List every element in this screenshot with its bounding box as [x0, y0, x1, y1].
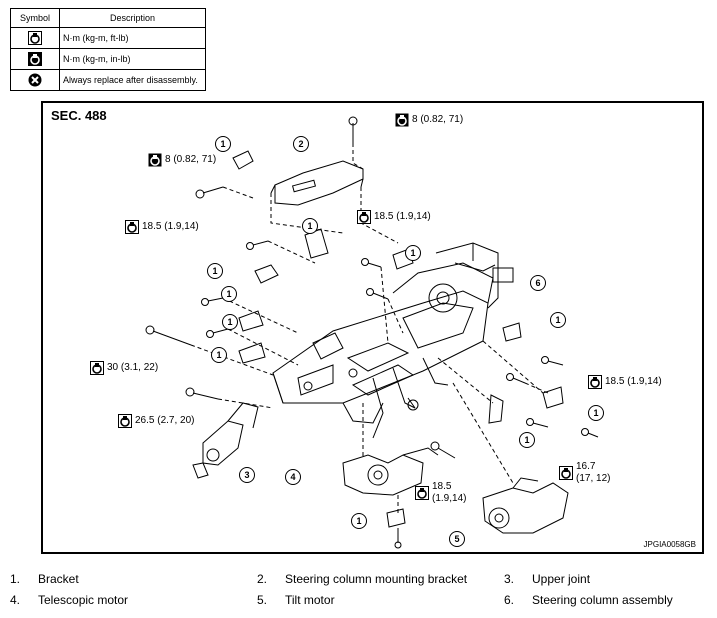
torque-value: 18.5 (1.9,14) — [374, 211, 431, 222]
torque-value: (17, 12) — [576, 473, 611, 484]
torque-label: 18.5 (1.9,14) — [588, 375, 662, 389]
torque-wrench-icon — [357, 210, 371, 224]
bracket-drawing — [392, 248, 414, 270]
steering-column-assembly-drawing — [272, 262, 494, 439]
callout-tilt-motor: 5 — [449, 531, 465, 547]
bracket-drawing — [488, 394, 504, 424]
legend-label: Upper joint — [532, 572, 591, 586]
torque-value: 26.5 (2.7, 20) — [135, 415, 195, 426]
column-drawing — [145, 116, 599, 549]
torque-label: 18.5 (1.9,14) — [357, 210, 431, 224]
torque-wrench-inlb-icon — [28, 52, 42, 66]
torque-value: 8 (0.82, 71) — [165, 154, 217, 165]
torque-wrench-icon — [125, 220, 139, 234]
mounting-bracket-drawing — [270, 160, 364, 206]
bracket-drawing — [502, 322, 522, 342]
bolts-drawing — [145, 116, 599, 549]
callout-bracket: 1 — [207, 263, 223, 279]
torque-label: 8 (0.82, 71) — [148, 153, 216, 167]
description-header: Description — [59, 8, 206, 28]
callout-upper-joint: 3 — [239, 467, 255, 483]
legend-number: 2. — [257, 572, 268, 586]
callout-bracket: 1 — [405, 245, 421, 261]
symbol-description: N·m (kg-m, in-lb) — [59, 48, 206, 70]
replace-x-icon — [28, 73, 42, 87]
symbol-table: Symbol Description N·m (kg-m, ft-lb) N·m… — [10, 8, 206, 91]
legend-label: Steering column mounting bracket — [285, 572, 468, 586]
legend-number: 4. — [10, 593, 21, 607]
symbol-row: N·m (kg-m, in-lb) — [10, 48, 206, 70]
symbol-description: N·m (kg-m, ft-lb) — [59, 27, 206, 49]
callout-column-assembly: 6 — [530, 275, 546, 291]
torque-wrench-icon — [28, 31, 42, 45]
bracket-drawing — [232, 150, 254, 170]
section-title: SEC. 488 — [51, 108, 107, 123]
legend-number: 5. — [257, 593, 268, 607]
torque-label: 18.5 (1.9,14) — [415, 481, 466, 505]
torque-wrench-inlb-icon — [395, 113, 409, 127]
legend-label: Bracket — [38, 572, 79, 586]
symbol-header: Symbol — [10, 8, 60, 28]
torque-wrench-icon — [415, 486, 429, 500]
torque-wrench-inlb-icon — [148, 153, 162, 167]
callout-bracket: 1 — [351, 513, 367, 529]
torque-value: 16.7 — [576, 461, 596, 472]
figure-id: JPGIA0058GB — [643, 540, 696, 549]
torque-label: 16.7 (17, 12) — [559, 461, 610, 485]
torque-wrench-icon — [90, 361, 104, 375]
symbol-description: Always replace after disassembly. — [59, 69, 206, 91]
torque-value: 18.5 — [432, 481, 452, 492]
column-bracket-drawing — [435, 242, 514, 309]
bracket-drawing — [386, 508, 406, 528]
legend-label: Steering column assembly — [532, 593, 673, 607]
bracket-drawing — [238, 310, 264, 332]
torque-value: 18.5 (1.9,14) — [142, 221, 199, 232]
legend-number: 1. — [10, 572, 21, 586]
torque-wrench-icon — [118, 414, 132, 428]
telescopic-motor-drawing — [342, 447, 439, 496]
callout-mounting-bracket: 2 — [293, 136, 309, 152]
callout-bracket: 1 — [519, 432, 535, 448]
callout-bracket: 1 — [222, 314, 238, 330]
legend-number: 6. — [504, 593, 515, 607]
legend-label: Tilt motor — [285, 593, 335, 607]
bracket-drawing — [542, 386, 564, 409]
callout-bracket: 1 — [215, 136, 231, 152]
torque-wrench-icon — [559, 466, 573, 480]
torque-label: 30 (3.1, 22) — [90, 361, 158, 375]
callout-bracket: 1 — [211, 347, 227, 363]
exploded-diagram: SEC. 488 JPGIA0058GB — [41, 101, 704, 554]
torque-value: 8 (0.82, 71) — [412, 114, 464, 125]
symbol-row: N·m (kg-m, ft-lb) — [10, 27, 206, 49]
callout-telescopic-motor: 4 — [285, 469, 301, 485]
torque-label: 26.5 (2.7, 20) — [118, 414, 194, 428]
symbol-row: Always replace after disassembly. — [10, 69, 206, 91]
torque-label: 18.5 (1.9,14) — [125, 220, 199, 234]
callout-bracket: 1 — [588, 405, 604, 421]
bracket-drawing — [238, 342, 266, 364]
symbol-table-header: Symbol Description — [10, 8, 206, 28]
callout-bracket: 1 — [302, 218, 318, 234]
callout-bracket: 1 — [221, 286, 237, 302]
phantom-lines — [190, 143, 549, 513]
torque-value: 30 (3.1, 22) — [107, 362, 159, 373]
upper-joint-drawing — [192, 402, 259, 479]
bracket-drawing — [254, 264, 279, 284]
torque-value: 18.5 (1.9,14) — [605, 376, 662, 387]
torque-label: 8 (0.82, 71) — [395, 113, 463, 127]
legend-label: Telescopic motor — [38, 593, 129, 607]
torque-wrench-icon — [588, 375, 602, 389]
legend-number: 3. — [504, 572, 515, 586]
torque-value: (1.9,14) — [432, 493, 467, 504]
callout-bracket: 1 — [550, 312, 566, 328]
tilt-motor-drawing — [482, 477, 569, 534]
